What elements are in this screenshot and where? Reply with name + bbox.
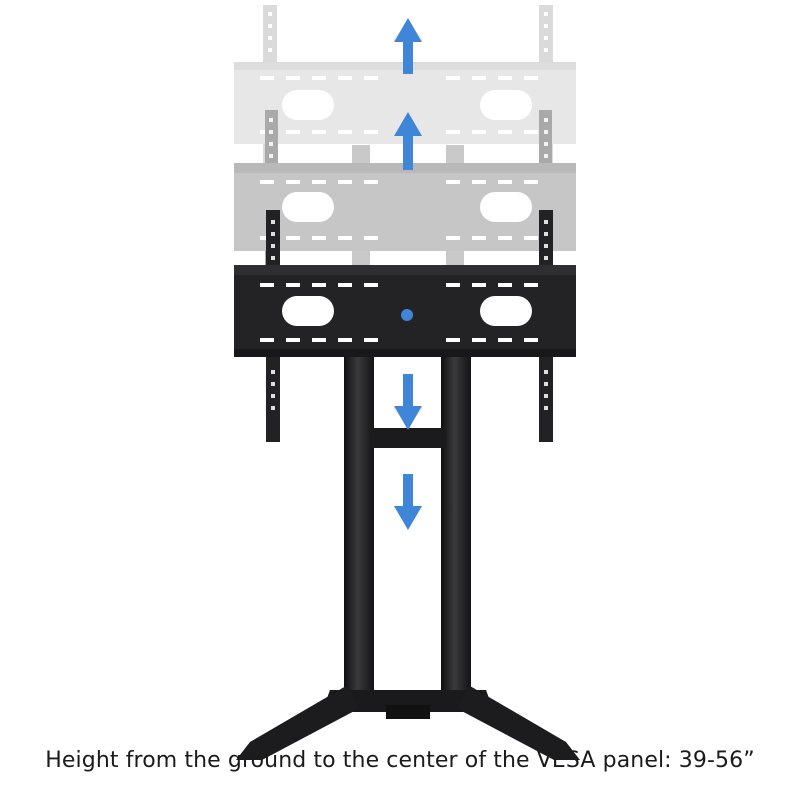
vesa-bracket [234, 210, 576, 442]
caption-text: Height from the ground to the center of … [45, 748, 755, 773]
down-arrow [394, 474, 422, 530]
down-arrow [394, 374, 422, 430]
up-arrow [394, 18, 422, 74]
up-arrow [394, 112, 422, 170]
vesa-center-marker [401, 309, 413, 321]
stand-base [236, 355, 580, 760]
